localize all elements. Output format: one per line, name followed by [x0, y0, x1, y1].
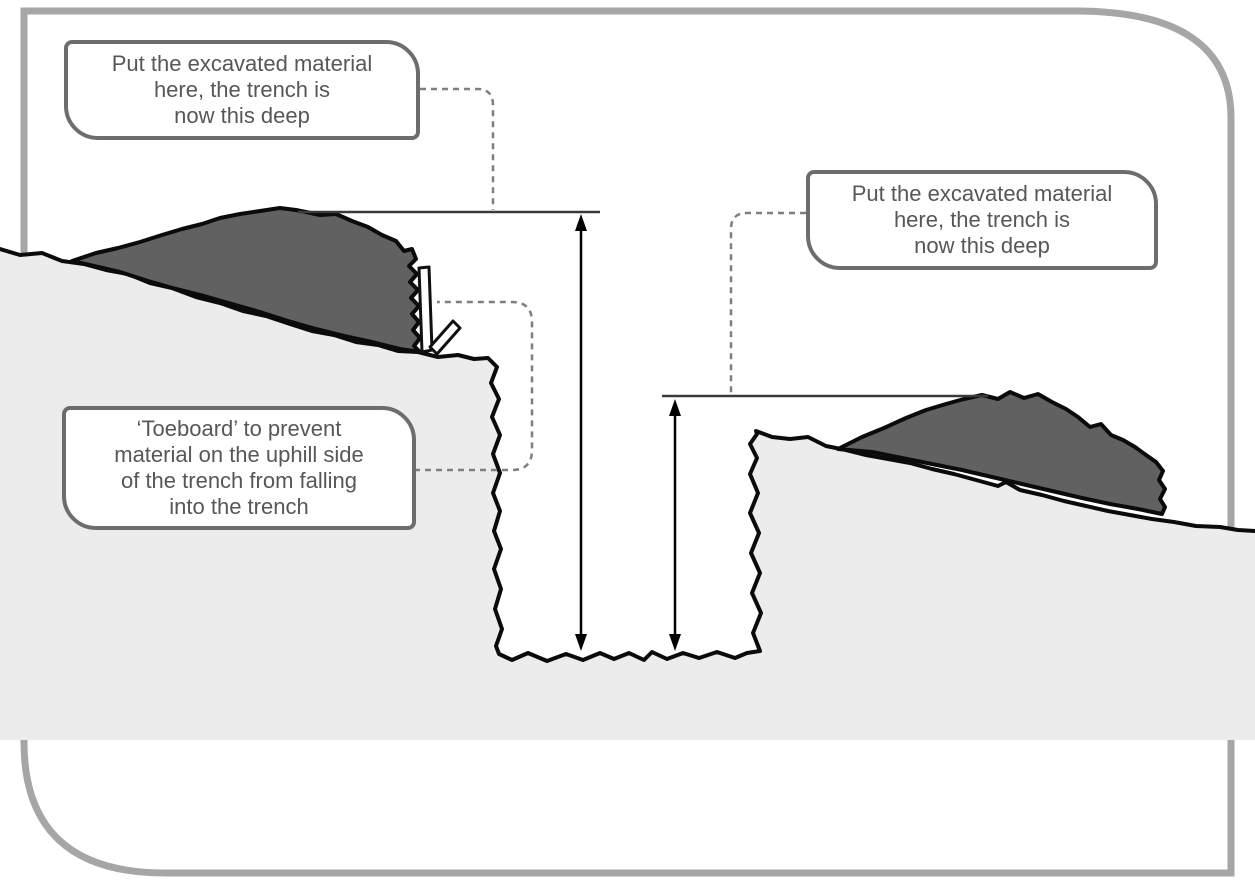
connector-left-spoil-callout — [420, 87, 495, 210]
connector-right-spoil-callout — [729, 211, 806, 393]
callout-toeboard: ‘Toeboard’ to prevent material on the up… — [62, 406, 416, 530]
figure-border — [20, 7, 1235, 877]
callout-excavated-material-left-text: Put the excavated material here, the tre… — [111, 51, 373, 128]
callout-excavated-material-left: Put the excavated material here, the tre… — [64, 40, 420, 140]
ground-fill — [0, 249, 1255, 740]
callout-excavated-material-right: Put the excavated material here, the tre… — [806, 170, 1158, 270]
toeboard-strut — [428, 319, 462, 356]
ground-surface-outline — [0, 247, 1255, 663]
callout-excavated-material-right-text: Put the excavated material here, the tre… — [851, 181, 1113, 258]
toeboard-board — [417, 265, 434, 354]
spoil-pile-left — [70, 206, 422, 354]
depth-arrow-left — [575, 214, 587, 651]
spoil-pile-right — [836, 390, 1167, 516]
depth-arrow-right — [669, 399, 681, 651]
callout-toeboard-text: ‘Toeboard’ to prevent material on the up… — [114, 416, 364, 519]
